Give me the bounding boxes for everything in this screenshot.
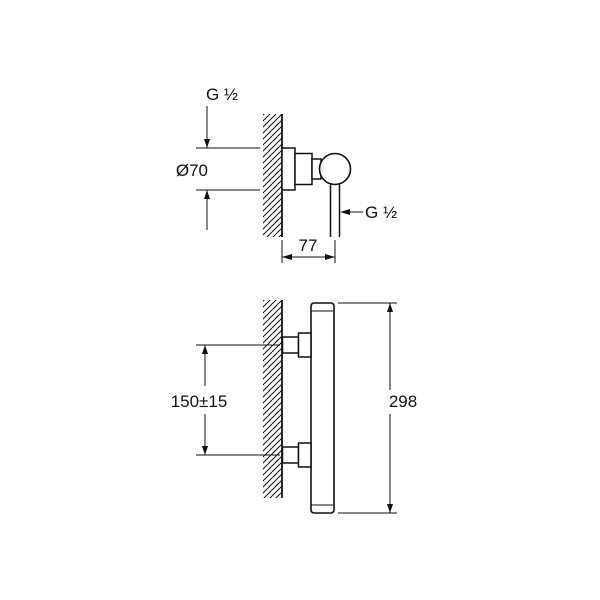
wall-hatching — [263, 114, 282, 237]
top-view: G ½ Ø70 G ½ 77 — [176, 85, 397, 263]
dim-outlet-thread: G ½ — [340, 203, 397, 222]
dim-body-height: 298 — [338, 302, 417, 514]
arrowhead-up — [204, 190, 210, 199]
dim-label-body-height: 298 — [389, 392, 417, 411]
thermostat-body — [310, 302, 335, 514]
dim-label-thread-top: G ½ — [206, 85, 238, 104]
dim-label-thread-side: G ½ — [365, 203, 397, 222]
arrowhead-up — [202, 345, 208, 354]
escutcheon — [281, 147, 296, 191]
arrowhead-left — [340, 209, 350, 215]
arrowhead-down — [202, 446, 208, 455]
dim-escutcheon-diameter: G ½ Ø70 — [176, 85, 260, 230]
front-view: 150±15 298 — [171, 300, 417, 514]
dim-label-inlet-spacing: 150±15 — [171, 392, 228, 411]
arrowhead-up — [387, 303, 393, 312]
arrowhead-down — [204, 139, 210, 148]
wall-section — [263, 300, 283, 498]
elbow-body — [318, 152, 352, 186]
dim-inlet-spacing: 150±15 — [171, 344, 280, 456]
dim-depth: 77 — [281, 236, 336, 263]
wall-section — [263, 114, 283, 237]
wall-union-fitting — [281, 147, 352, 237]
dim-label-depth: 77 — [299, 236, 318, 255]
inlet-escutcheon-top — [281, 336, 300, 354]
arrowhead-left — [282, 254, 292, 260]
dim-label-escutcheon-diameter: Ø70 — [176, 161, 208, 180]
wall-hatching — [263, 300, 282, 498]
inlet-nut-top — [297, 332, 312, 358]
inlet-escutcheon-bottom — [281, 446, 300, 464]
arrowhead-down — [387, 504, 393, 513]
inlet-nut-bottom — [297, 442, 312, 468]
mixer-assembly — [281, 302, 335, 514]
union-nut — [294, 152, 313, 186]
arrowhead-right — [325, 254, 335, 260]
